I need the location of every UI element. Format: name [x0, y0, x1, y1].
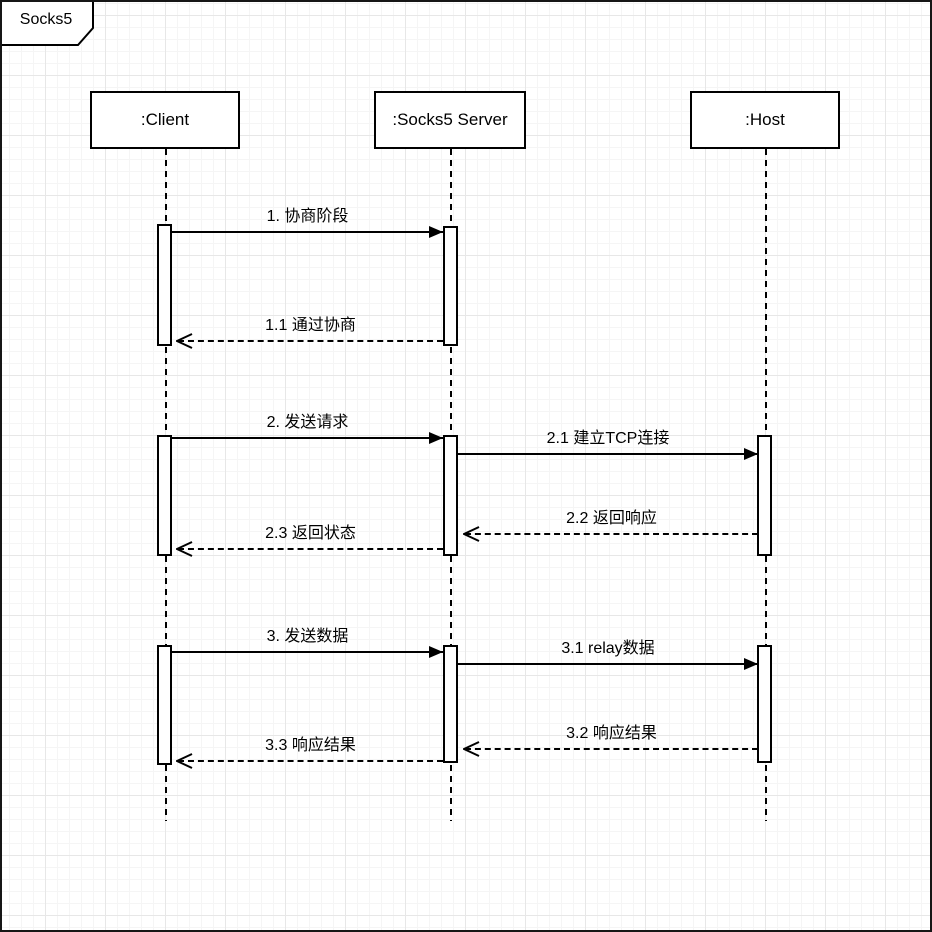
message-1-1-line [178, 340, 443, 342]
arrowhead-open-icon [463, 741, 480, 757]
actor-host: :Host [690, 91, 840, 149]
message-1-label: 1. 协商阶段 [266, 208, 349, 225]
activation-host-3 [757, 645, 772, 763]
message-2-3-label: 2.3 返回状态 [265, 525, 356, 542]
diagram-title: Socks5 [19, 11, 73, 28]
arrowhead-open-icon [176, 541, 193, 557]
arrowhead-filled-icon [429, 226, 443, 238]
message-3-2-label: 3.2 响应结果 [566, 725, 657, 742]
frame-title-tab-shape [2, 2, 94, 46]
message-3-line [172, 651, 443, 653]
arrowhead-open-icon [176, 753, 193, 769]
message-3-2-line [465, 748, 758, 750]
message-2-2-label: 2.2 返回响应 [566, 510, 657, 527]
activation-server-1 [443, 226, 458, 346]
message-3-label: 3. 发送数据 [266, 628, 349, 645]
actor-socks5-server: :Socks5 Server [374, 91, 526, 149]
message-2-1-label: 2.1 建立TCP连接 [546, 430, 670, 447]
arrowhead-open-icon [463, 526, 480, 542]
message-2-2-line [465, 533, 758, 535]
message-1-line [172, 231, 443, 233]
arrowhead-filled-icon [744, 448, 758, 460]
activation-server-2 [443, 435, 458, 556]
activation-server-3 [443, 645, 458, 763]
message-2-label: 2. 发送请求 [266, 414, 349, 431]
message-3-3-label: 3.3 响应结果 [265, 737, 356, 754]
message-3-1-label: 3.1 relay数据 [561, 640, 655, 657]
activation-client-3 [157, 645, 172, 765]
message-2-1-line [458, 453, 758, 455]
message-2-3-line [178, 548, 443, 550]
message-3-3-line [178, 760, 443, 762]
actor-client: :Client [90, 91, 240, 149]
message-1-1-label: 1.1 通过协商 [265, 317, 356, 334]
activation-client-1 [157, 224, 172, 346]
activation-host-2 [757, 435, 772, 556]
message-2-line [172, 437, 443, 439]
arrowhead-filled-icon [744, 658, 758, 670]
activation-client-2 [157, 435, 172, 556]
arrowhead-open-icon [176, 333, 193, 349]
arrowhead-filled-icon [429, 646, 443, 658]
message-3-1-line [458, 663, 758, 665]
arrowhead-filled-icon [429, 432, 443, 444]
